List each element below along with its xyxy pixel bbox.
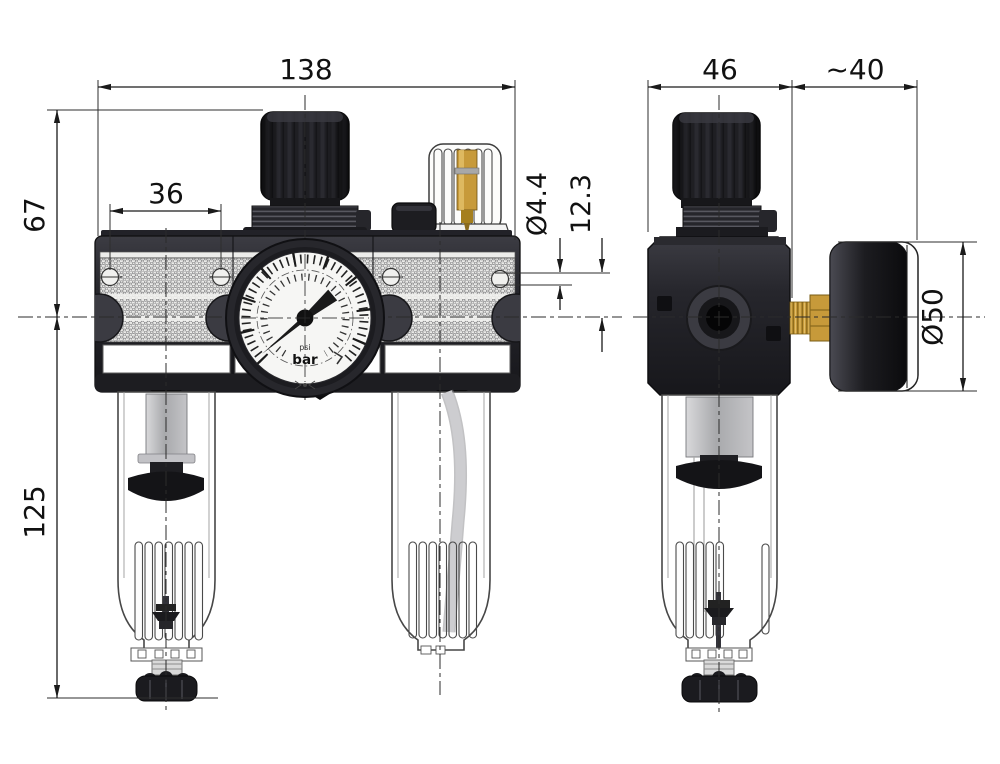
pressure-gauge: psi bar	[225, 238, 385, 398]
dim-mount-hole-diameter: Ø4.4	[495, 172, 610, 310]
dim-gauge-depth: ~40	[792, 53, 918, 240]
svg-text:46: 46	[702, 53, 738, 86]
side-view	[647, 112, 919, 703]
dim-hole-to-axis: 12.3	[566, 174, 606, 352]
svg-text:125: 125	[18, 485, 51, 538]
mounting-holes	[98, 267, 510, 289]
regulator-knob-side	[672, 112, 777, 238]
svg-text:12.3: 12.3	[566, 174, 597, 234]
front-view	[94, 111, 521, 702]
svg-text:138: 138	[279, 53, 332, 86]
svg-text:~40: ~40	[825, 53, 884, 86]
gauge-unit-secondary: psi	[299, 343, 310, 352]
gauge-logo	[294, 380, 316, 390]
svg-text:Ø50: Ø50	[916, 288, 949, 346]
baffle	[128, 462, 204, 501]
dim-hole-spacing: 36	[109, 177, 222, 270]
needle-valve-brass	[454, 149, 480, 237]
gauge-minor-ticks	[241, 254, 369, 363]
dim-axis-to-bottom: 125	[18, 317, 218, 699]
dim-top-to-axis: 67	[18, 109, 263, 317]
dim-gauge-diameter: Ø50	[838, 241, 977, 392]
dim-overall-width: 138	[97, 53, 516, 240]
label-plate-lubricator	[384, 344, 511, 374]
lubricator-fill-cap	[391, 143, 511, 237]
regulator-knob	[243, 111, 371, 238]
gauge-unit-primary: bar	[292, 352, 318, 368]
riser-tube	[442, 390, 466, 633]
svg-text:36: 36	[148, 177, 184, 210]
lubricator-bowl	[391, 389, 491, 655]
svg-text:Ø4.4: Ø4.4	[522, 172, 553, 236]
bowl-guard-ribs	[408, 541, 478, 639]
dim-body-width: 46	[647, 53, 793, 298]
svg-text:67: 67	[18, 197, 51, 233]
dimensions: 138 36 67 125 Ø4.4	[18, 53, 977, 699]
